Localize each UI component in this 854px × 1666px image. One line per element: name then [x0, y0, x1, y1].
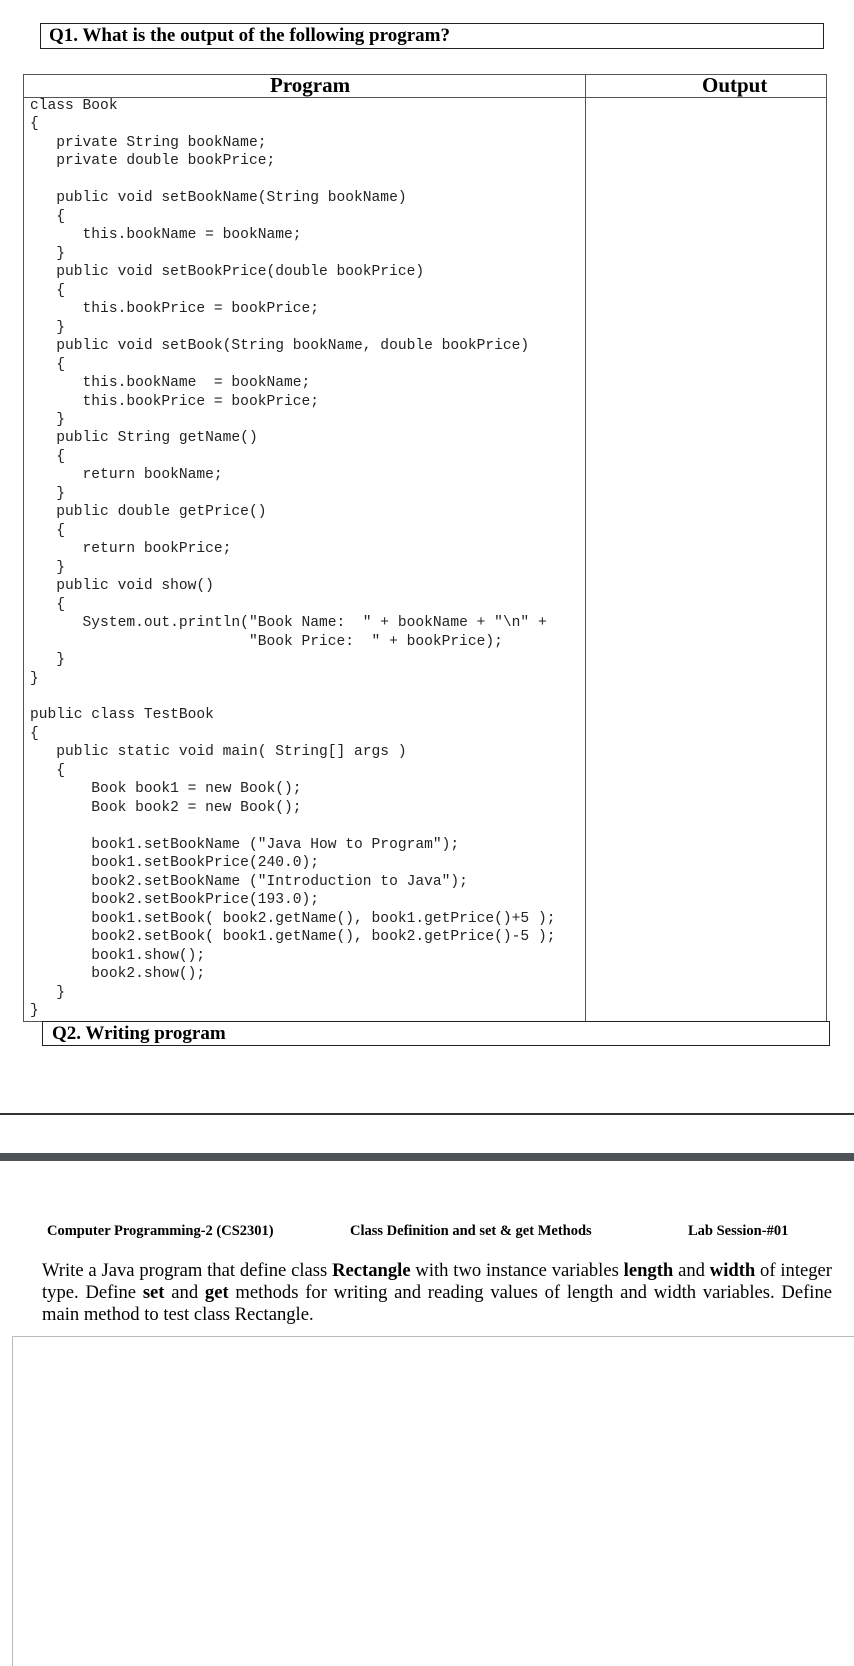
- code-line: public void setBookPrice(double bookPric…: [30, 264, 425, 281]
- code-line: "Book Price: " + bookPrice);: [30, 633, 503, 650]
- code-line: book1.setBookName ("Java How to Program"…: [30, 836, 460, 853]
- code-line: {: [30, 448, 66, 465]
- code-line: book2.show();: [30, 966, 206, 983]
- code-line: {: [30, 116, 39, 133]
- code-line: }: [30, 485, 66, 502]
- q2-description: Write a Java program that define class R…: [42, 1260, 832, 1325]
- code-line: }: [30, 670, 39, 687]
- program-code: class Book { private String bookName; pri…: [30, 97, 555, 1020]
- code-line: book2.setBookPrice(193.0);: [30, 892, 320, 909]
- column-divider: [585, 74, 586, 1022]
- session-label: Lab Session-#01: [688, 1223, 789, 1239]
- code-line: Book book2 = new Book();: [30, 799, 302, 816]
- code-line: public static void main( String[] args ): [30, 744, 407, 761]
- course-label: Computer Programming-2 (CS2301): [47, 1223, 274, 1239]
- code-line: book1.show();: [30, 947, 206, 964]
- code-line: }: [30, 319, 66, 336]
- code-line: private String bookName;: [30, 134, 267, 151]
- code-line: }: [30, 411, 66, 428]
- code-line: [30, 171, 555, 189]
- output-column-header: Output: [702, 73, 768, 97]
- q1-title: Q1. What is the output of the following …: [40, 23, 824, 49]
- code-line: public class TestBook: [30, 707, 214, 724]
- topic-label: Class Definition and set & get Methods: [350, 1223, 592, 1239]
- page-separator: [0, 1113, 854, 1115]
- q2-title: Q2. Writing program: [42, 1021, 830, 1046]
- code-line: book2.setBook( book1.getName(), book2.ge…: [30, 929, 556, 946]
- code-line: {: [30, 356, 66, 373]
- code-line: return bookPrice;: [30, 541, 232, 558]
- code-line: {: [30, 725, 39, 742]
- code-line: book1.setBook( book2.getName(), book1.ge…: [30, 910, 556, 927]
- code-line: public String getName(): [30, 430, 258, 447]
- code-line: {: [30, 282, 66, 299]
- code-line: }: [30, 559, 66, 576]
- code-line: book1.setBookPrice(240.0);: [30, 855, 320, 872]
- code-line: }: [30, 984, 66, 1001]
- code-line: }: [30, 245, 66, 262]
- code-line: this.bookName = bookName;: [30, 375, 311, 392]
- code-line: public void show(): [30, 578, 214, 595]
- code-line: this.bookPrice = bookPrice;: [30, 301, 320, 318]
- code-line: private double bookPrice;: [30, 153, 276, 170]
- code-line: {: [30, 596, 66, 613]
- code-line: }: [30, 1002, 39, 1019]
- page-header-band: [0, 1153, 854, 1161]
- code-line: public void setBookName(String bookName): [30, 190, 407, 207]
- code-line: {: [30, 762, 66, 779]
- code-line: this.bookName = bookName;: [30, 227, 302, 244]
- code-line: [30, 688, 555, 706]
- code-line: return bookName;: [30, 467, 223, 484]
- code-line: class Book: [30, 98, 118, 114]
- code-line: Book book1 = new Book();: [30, 781, 302, 798]
- code-line: {: [30, 522, 66, 539]
- header-divider: [23, 97, 827, 98]
- code-line: {: [30, 208, 66, 225]
- answer-area[interactable]: [12, 1336, 854, 1666]
- code-line: public double getPrice(): [30, 504, 267, 521]
- code-line: book2.setBookName ("Introduction to Java…: [30, 873, 468, 890]
- code-line: this.bookPrice = bookPrice;: [30, 393, 320, 410]
- code-line: public void setBook(String bookName, dou…: [30, 338, 530, 355]
- code-line: }: [30, 652, 66, 669]
- program-column-header: Program: [270, 73, 351, 97]
- code-line: [30, 817, 555, 835]
- code-line: System.out.println("Book Name: " + bookN…: [30, 615, 547, 632]
